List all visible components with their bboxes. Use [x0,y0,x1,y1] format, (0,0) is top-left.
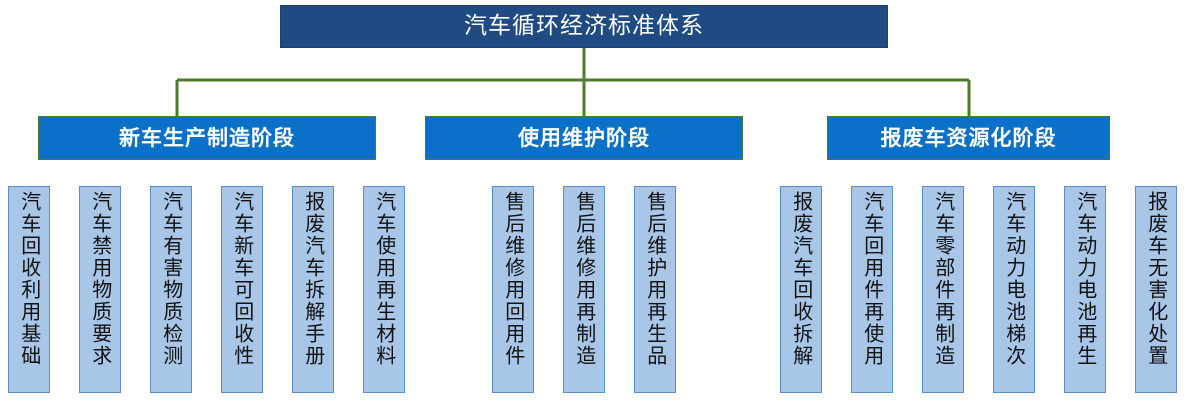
leaf-node[interactable]: 汽车新车可回收性 [221,186,263,393]
root-node-label: 汽车循环经济标准体系 [464,13,704,39]
leaf-node-label: 汽车回收利用基础 [17,191,42,367]
leaf-node[interactable]: 汽车零部件再制造 [922,186,964,393]
leaf-node-label: 汽车动力电池再生 [1073,191,1098,367]
leaf-node[interactable]: 报废车无害化处置 [1135,186,1177,393]
leaf-node[interactable]: 汽车回收利用基础 [8,186,50,393]
leaf-node[interactable]: 售后维护用再生品 [634,186,676,393]
leaf-node-label: 报废车无害化处置 [1144,191,1169,367]
leaf-node[interactable]: 汽车禁用物质要求 [79,186,121,393]
leaf-node[interactable]: 售后维修用再制造 [563,186,605,393]
leaf-node-label: 汽车回用件再使用 [860,191,885,367]
leaf-node-label: 售后维修用回用件 [501,191,526,367]
leaf-node[interactable]: 汽车使用再生材料 [363,186,405,393]
leaf-node-label: 报废汽车回收拆解 [789,191,814,367]
leaf-node[interactable]: 汽车动力电池梯次 [993,186,1035,393]
leaf-node[interactable]: 售后维修用回用件 [492,186,534,393]
root-node[interactable]: 汽车循环经济标准体系 [280,5,888,48]
leaf-node-label: 汽车动力电池梯次 [1002,191,1027,367]
leaf-node[interactable]: 汽车回用件再使用 [851,186,893,393]
leaf-node-label: 售后维护用再生品 [643,191,668,367]
leaf-node-label: 汽车零部件再制造 [931,191,956,367]
stage-node-end-of-life-recycling[interactable]: 报废车资源化阶段 [827,116,1110,160]
leaf-node-label: 汽车新车可回收性 [230,191,255,367]
stage-node-use-and-maintenance[interactable]: 使用维护阶段 [425,116,743,160]
leaf-node[interactable]: 汽车有害物质检测 [150,186,192,393]
leaf-node-label: 售后维修用再制造 [572,191,597,367]
leaf-node-label: 汽车禁用物质要求 [88,191,113,367]
leaf-node[interactable]: 报废汽车拆解手册 [292,186,334,393]
leaf-node-label: 报废汽车拆解手册 [301,191,326,367]
stage-node-label: 新车生产制造阶段 [119,125,295,150]
leaf-node[interactable]: 汽车动力电池再生 [1064,186,1106,393]
leaf-node-label: 汽车有害物质检测 [159,191,184,367]
leaf-node-label: 汽车使用再生材料 [372,191,397,367]
stage-node-new-vehicle-production[interactable]: 新车生产制造阶段 [38,116,376,160]
leaf-node[interactable]: 报废汽车回收拆解 [780,186,822,393]
stage-node-label: 使用维护阶段 [518,125,650,150]
stage-node-label: 报废车资源化阶段 [880,125,1057,150]
